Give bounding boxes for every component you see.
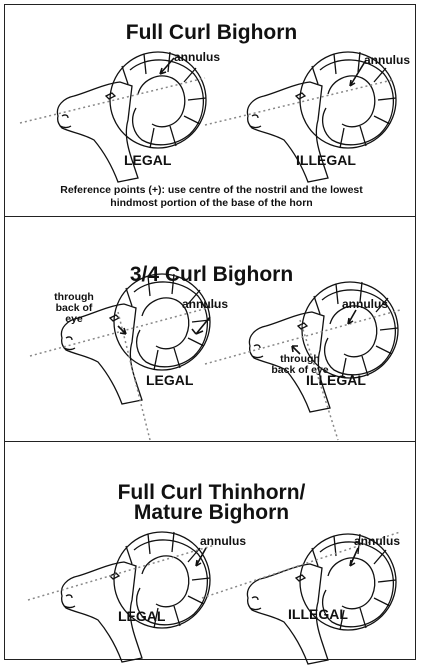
illegal-label-1: ILLEGAL [296,152,356,168]
legal-label-2: LEGAL [146,372,193,388]
reference-line-1b [205,80,392,125]
eye-label-2a: through back of eye [50,292,98,325]
annulus-arrow-3b [350,548,358,566]
reference-caption: Reference points (+): use centre of the … [40,184,383,210]
panel-title-full-curl-bighorn: Full Curl Bighorn [0,22,423,44]
illegal-label-3: ILLEGAL [288,606,348,622]
ram-thinhorn-illegal [247,534,396,664]
annulus-label-3a: annulus [200,534,246,548]
annulus-label-1b: annulus [364,53,410,67]
panel-title-three-quarter-curl: 3/4 Curl Bighorn [0,264,423,286]
illegal-label-2: ILLEGAL [306,372,366,388]
ram-thinhorn-legal [61,532,210,662]
annulus-label-3b: annulus [354,534,400,548]
panel-title-thinhorn-line2: Mature Bighorn [0,502,423,524]
annulus-label-2a: annulus [182,297,228,311]
legal-label-1: LEGAL [124,152,171,168]
legal-label-3: LEGAL [118,608,165,624]
annulus-label-1a: annulus [174,50,220,64]
annulus-label-2b: annulus [342,297,388,311]
